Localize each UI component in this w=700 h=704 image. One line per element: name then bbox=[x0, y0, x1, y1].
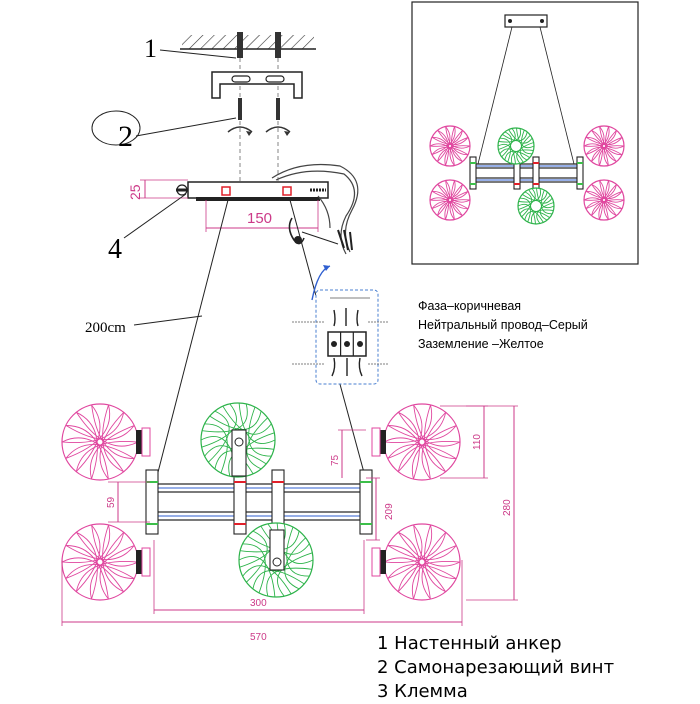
parts-legend: 1 Настенный анкер 2 Самонарезающий винт … bbox=[377, 632, 697, 704]
stem-cap bbox=[234, 437, 244, 447]
bulb-socket bbox=[136, 430, 142, 454]
frame-post bbox=[576, 156, 584, 190]
glass-globe bbox=[61, 523, 139, 601]
socket-holder bbox=[141, 427, 151, 457]
callout-4-label: 4 bbox=[108, 234, 122, 265]
mounting-bracket bbox=[211, 71, 303, 99]
callout-1-leader bbox=[159, 49, 237, 59]
overall-width-label: 570 bbox=[250, 632, 267, 643]
canopy-width-dimension bbox=[205, 200, 319, 232]
glass-globe bbox=[383, 403, 461, 481]
legend-item: 3 Клемма bbox=[377, 681, 468, 702]
wiring-neutral: Нейтральный провод–Серый bbox=[418, 318, 588, 332]
canopy bbox=[176, 181, 329, 201]
glass-globe bbox=[429, 125, 471, 167]
glass-globe bbox=[383, 523, 461, 601]
overview-inset bbox=[411, 1, 639, 265]
bar-gap-label: 59 bbox=[106, 496, 117, 508]
wiring-phase: Фаза–коричневая bbox=[418, 299, 522, 313]
globe-offset-label: 75 bbox=[330, 454, 341, 466]
rotate-arrow-icon bbox=[227, 126, 291, 136]
canopy-width-label: 150 bbox=[247, 210, 272, 227]
callout-2-label: 2 bbox=[118, 120, 133, 153]
stem-cap bbox=[272, 557, 282, 567]
glass-globe bbox=[429, 179, 471, 221]
glass-globe bbox=[61, 403, 139, 481]
globe-offset-dimension bbox=[338, 429, 366, 478]
globe-height-dimension bbox=[440, 405, 488, 479]
total-height-label: 280 bbox=[502, 499, 513, 516]
tapping-screw-icon bbox=[238, 98, 280, 120]
glass-globe bbox=[497, 127, 535, 165]
ceiling-hatch-icon bbox=[180, 35, 316, 50]
globe-height-label: 110 bbox=[472, 434, 483, 450]
frame-width-label: 300 bbox=[250, 598, 267, 609]
bulb-socket bbox=[380, 430, 386, 454]
socket-holder bbox=[371, 547, 381, 577]
bulb-socket bbox=[380, 550, 386, 574]
frame-post bbox=[359, 469, 373, 535]
glass-globe bbox=[583, 179, 625, 221]
suspension-cable-left bbox=[155, 199, 229, 481]
frame-post bbox=[145, 469, 159, 535]
anchor-screw-icon bbox=[237, 32, 281, 190]
socket-holder bbox=[141, 547, 151, 577]
callout-2-bubble bbox=[91, 110, 141, 146]
cable-length-label: 200cm bbox=[85, 320, 126, 336]
wiring-notes: Фаза–коричневая Нейтральный провод–Серый… bbox=[418, 297, 698, 354]
legend-item: 2 Самонарезающий винт bbox=[377, 657, 615, 678]
glass-globe bbox=[517, 187, 555, 225]
wiring-ground: Заземление –Желтое bbox=[418, 337, 544, 351]
bulb-socket bbox=[136, 550, 142, 574]
overall-width-dimension bbox=[61, 560, 463, 626]
power-cable bbox=[271, 163, 359, 255]
bar-gap-dimension bbox=[108, 481, 150, 523]
frame-width-dimension bbox=[153, 540, 365, 614]
legend-item: 1 Настенный анкер bbox=[377, 633, 562, 654]
frame-height-label: 209 bbox=[384, 503, 395, 520]
center-stem bbox=[231, 429, 247, 477]
glass-globe bbox=[583, 125, 625, 167]
frame-post bbox=[469, 156, 477, 190]
terminal-block-detail bbox=[292, 265, 388, 385]
callout-2-leader bbox=[135, 117, 237, 137]
socket-holder bbox=[371, 427, 381, 457]
chandelier-body bbox=[61, 402, 461, 601]
callout-1-label: 1 bbox=[144, 34, 157, 63]
frame-height-dimension bbox=[366, 477, 380, 541]
canopy-height-label: 25 bbox=[127, 184, 143, 200]
callout-4-leader bbox=[123, 193, 187, 239]
cable-length-leader bbox=[133, 315, 203, 326]
